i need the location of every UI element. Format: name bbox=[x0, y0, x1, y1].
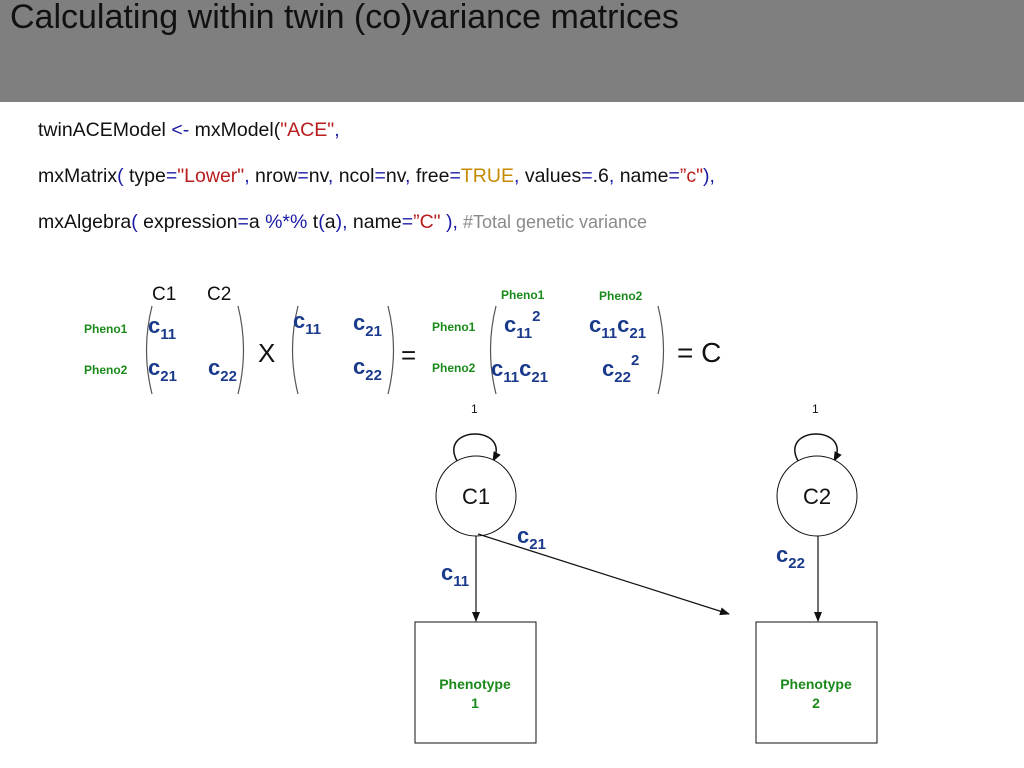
code-token: TRUE bbox=[460, 165, 514, 187]
path-c21-arrow bbox=[477, 533, 730, 616]
code-token: ”C" bbox=[413, 211, 441, 233]
code-token: = bbox=[165, 165, 178, 187]
code-token: twinACEModel bbox=[38, 119, 172, 141]
code-token: = bbox=[237, 211, 249, 233]
code-token: = bbox=[449, 165, 461, 187]
code-token: nv bbox=[308, 165, 328, 187]
title-bar: Calculating within twin (co)variance mat… bbox=[0, 0, 1024, 102]
result-left-bracket bbox=[489, 305, 497, 395]
matrix-a-c21: c21 bbox=[148, 355, 177, 385]
latent-circle-c2 bbox=[776, 455, 858, 537]
result-c11-c21: c11c21 bbox=[589, 312, 646, 342]
code-token: name bbox=[347, 211, 402, 233]
code-token: .6 bbox=[592, 165, 609, 187]
variance-label-c2: 1 bbox=[812, 402, 819, 416]
variance-loop-c1 bbox=[453, 433, 501, 471]
code-token: , bbox=[244, 165, 250, 187]
matrix-at-c22: c22 bbox=[353, 354, 382, 384]
result-row-label-pheno2: Pheno2 bbox=[432, 361, 476, 375]
phenotype-2-label-line1: Phenotype bbox=[780, 676, 852, 692]
path-label-c22: c22 bbox=[776, 542, 805, 572]
col-header-c2: C2 bbox=[207, 284, 231, 305]
result-c11-c21-lower: c11c21 bbox=[491, 356, 548, 386]
code-token: , bbox=[327, 165, 334, 187]
code-comment: #Total genetic variance bbox=[457, 212, 648, 232]
equals-c-label: = C bbox=[677, 337, 721, 368]
code-token: mxAlgebra bbox=[38, 211, 132, 233]
code-token: ”c" bbox=[679, 165, 704, 187]
matrix-a-c22: c22 bbox=[208, 355, 237, 385]
code-line-3: mxAlgebra( expression=a %*% t(a), name=”… bbox=[38, 211, 647, 234]
code-token: "ACE" bbox=[280, 119, 335, 141]
code-token: = bbox=[374, 165, 386, 187]
code-token: ( bbox=[131, 211, 138, 233]
code-token: nv bbox=[385, 165, 406, 187]
code-token: name bbox=[614, 165, 669, 187]
matrix-at-left-bracket bbox=[291, 305, 299, 395]
code-line-1: twinACEModel <- mxModel("ACE", bbox=[38, 119, 340, 142]
matrix-a-left-bracket bbox=[145, 305, 153, 395]
times-sign: X bbox=[258, 338, 275, 368]
code-token: mxModel( bbox=[189, 119, 281, 141]
code-token: mxMatrix bbox=[38, 165, 118, 187]
code-token: , bbox=[608, 165, 615, 187]
code-token: = bbox=[401, 211, 414, 233]
matrix-at-right-bracket bbox=[387, 305, 395, 395]
code-token: ncol bbox=[333, 165, 375, 187]
code-token: ), bbox=[703, 165, 715, 187]
row-label-pheno2: Pheno2 bbox=[84, 363, 128, 377]
slide-title: Calculating within twin (co)variance mat… bbox=[10, 0, 679, 36]
path-label-c11: c11 bbox=[441, 560, 469, 590]
phenotype-box-2 bbox=[755, 621, 878, 744]
row-label-pheno1: Pheno1 bbox=[84, 322, 128, 336]
variance-loop-c2 bbox=[794, 433, 842, 471]
code-token: a bbox=[324, 211, 336, 233]
code-token: a bbox=[248, 211, 266, 233]
code-token: , bbox=[334, 119, 340, 141]
code-token: type bbox=[123, 165, 166, 187]
latent-label-c2: C2 bbox=[803, 484, 831, 509]
code-token: , bbox=[342, 211, 348, 233]
code-token: expression bbox=[137, 211, 238, 233]
code-token: = bbox=[581, 165, 593, 187]
phenotype-1-label-line2: 1 bbox=[471, 695, 479, 711]
code-token: , bbox=[405, 165, 411, 187]
code-token: ), bbox=[440, 211, 458, 233]
code-token: t bbox=[307, 211, 319, 233]
result-c11-squared: c112 bbox=[504, 308, 540, 342]
code-token: values bbox=[519, 165, 582, 187]
code-token: nrow bbox=[249, 165, 298, 187]
result-right-bracket bbox=[657, 305, 665, 395]
equals-sign: = bbox=[401, 340, 416, 370]
result-row-label-pheno1: Pheno1 bbox=[432, 320, 476, 334]
code-token: = bbox=[668, 165, 680, 187]
result-col-label-pheno2: Pheno2 bbox=[599, 289, 643, 303]
latent-label-c1: C1 bbox=[462, 484, 490, 509]
phenotype-2-label-line2: 2 bbox=[812, 695, 820, 711]
code-token: ) bbox=[335, 211, 343, 233]
result-col-label-pheno1: Pheno1 bbox=[501, 288, 545, 302]
variance-label-c1: 1 bbox=[471, 402, 478, 416]
code-token: ( bbox=[117, 165, 124, 187]
code-token: , bbox=[513, 165, 520, 187]
phenotype-1-label-line1: Phenotype bbox=[439, 676, 511, 692]
matrix-a-right-bracket bbox=[237, 305, 245, 395]
code-token: <- bbox=[171, 119, 190, 141]
code-token: "Lower" bbox=[177, 165, 245, 187]
code-token: = bbox=[297, 165, 309, 187]
col-header-c1: C1 bbox=[152, 284, 176, 305]
code-line-2: mxMatrix( type="Lower", nrow=nv, ncol=nv… bbox=[38, 165, 715, 188]
result-c22-squared: c222 bbox=[602, 352, 639, 386]
phenotype-box-1 bbox=[414, 621, 537, 744]
code-token: ( bbox=[318, 211, 325, 233]
path-label-c21: c21 bbox=[517, 523, 546, 553]
code-token: free bbox=[410, 165, 450, 187]
matrix-a-c11: c11 bbox=[148, 313, 176, 343]
matrix-at-c11: c11 bbox=[293, 308, 321, 338]
code-token: %*% bbox=[265, 211, 308, 233]
matrix-at-c21: c21 bbox=[353, 310, 382, 340]
